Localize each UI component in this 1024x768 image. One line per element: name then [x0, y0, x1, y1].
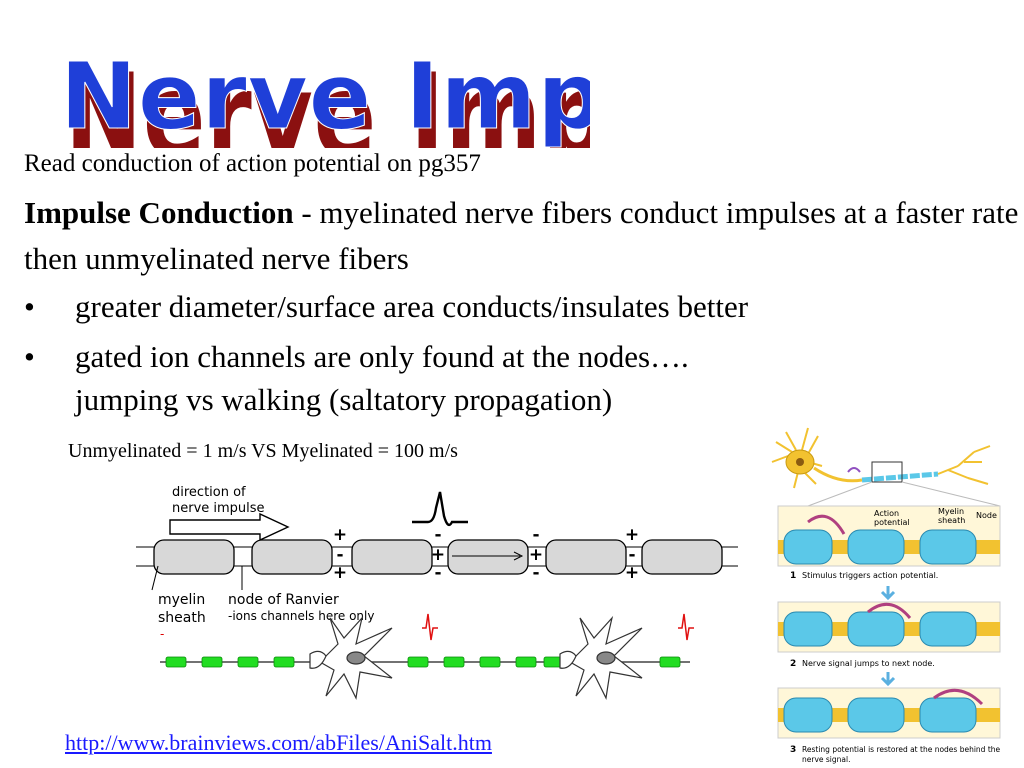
brainviews-link[interactable]: http://www.brainviews.com/abFiles/AniSal… [65, 730, 492, 755]
saltatory-side-figure: Action potential Myelin sheath Node 1 St… [771, 427, 1001, 764]
svg-text:+: + [625, 525, 639, 545]
myelin-segments [153, 539, 723, 575]
myelin-segment [447, 539, 529, 575]
bullet-text: greater diameter/surface area conducts/i… [75, 289, 749, 324]
signal-spike-icon [422, 613, 438, 641]
step2-text: Nerve signal jumps to next node. [802, 659, 935, 668]
action-potential-spike-icon [412, 491, 468, 527]
myelin-segment [641, 539, 723, 575]
bullet-item: • gated ion channels are only found at th… [24, 334, 1014, 380]
myelin-segment [545, 539, 627, 575]
direction-label-line1: direction of [172, 485, 246, 500]
svg-text:-: - [160, 627, 164, 641]
bullet-continuation: jumping vs walking (saltatory propagatio… [75, 382, 613, 417]
signal-arrow-icon [867, 602, 912, 619]
node-label-line2: -ions channels here only [228, 609, 374, 623]
myelin-sheath-label-line1: Myelin [938, 507, 964, 516]
svg-text:-: - [532, 563, 539, 583]
svg-text:+: + [625, 563, 639, 583]
page-title: Nerve Impulse Nerve Impulse [60, 43, 591, 149]
bullet-item: • greater diameter/surface area conducts/… [24, 284, 1014, 330]
bullet-icon: • [24, 339, 35, 374]
svg-text:-: - [434, 563, 441, 583]
down-arrow-icon [880, 586, 896, 601]
step3-text-line1: Resting potential is restored at the nod… [802, 745, 1001, 754]
svg-text:-: - [434, 525, 441, 545]
title-shadow: Nerve Impulse [65, 48, 590, 148]
step1-text: Stimulus triggers action potential. [802, 571, 938, 580]
action-potential-label-line1: Action [874, 509, 899, 518]
neuron-cell-icon [309, 615, 393, 700]
svg-text:+: + [431, 545, 445, 565]
neuron-illustration-icon [771, 427, 991, 489]
myelin-sheath-label-line2: sheath [938, 516, 965, 525]
node-beads [165, 656, 681, 668]
myelin-pointer [151, 565, 159, 591]
step3-text-line2: nerve signal. [802, 755, 850, 764]
step-number: 2 [790, 659, 796, 669]
definition-paragraph: Impulse Conduction - myelinated nerve fi… [24, 190, 1024, 282]
definition-text: - myelinated nerve fibers conduct impuls… [24, 195, 1019, 276]
myelin-segment [153, 539, 235, 575]
down-arrow-icon [880, 672, 896, 687]
current-arrow-icon [452, 551, 524, 561]
neuron-cell-icon [559, 615, 643, 700]
title-text: Nerve Impulse [60, 43, 590, 148]
direction-label-line2: nerve impulse [172, 501, 265, 516]
step-number: 1 [790, 571, 796, 581]
intro-text: Read conduction of action potential on p… [24, 150, 481, 177]
action-potential-label-line2: potential [874, 518, 910, 527]
speed-comparison: Unmyelinated = 1 m/s VS Myelinated = 100… [68, 440, 458, 462]
node-label-line1: node of Ranvier [228, 592, 339, 608]
svg-text:-: - [532, 525, 539, 545]
ion-charges: +-+ -+- -+- +-+ [333, 525, 639, 583]
bullet-text: gated ion channels are only found at the… [75, 339, 689, 374]
signal-spike-icon [678, 613, 694, 641]
saltatory-conduction-diagram: direction of nerve impulse +-+ -+- -+- +… [136, 485, 738, 700]
svg-text:+: + [529, 545, 543, 565]
myelin-label-line1: myelin [158, 592, 205, 608]
myelin-segment [251, 539, 333, 575]
bullet-icon: • [24, 289, 35, 324]
signal-arrow-icon [807, 514, 846, 535]
node-label: Node [976, 511, 997, 520]
direction-arrow-icon [169, 512, 290, 542]
svg-text:+: + [333, 563, 347, 583]
myelin-label-line2: sheath [158, 610, 206, 626]
svg-text:-: - [628, 545, 635, 565]
svg-text:-: - [336, 545, 343, 565]
myelin-segment [351, 539, 433, 575]
svg-text:+: + [333, 525, 347, 545]
definition-term: Impulse Conduction [24, 195, 294, 230]
signal-arrow-icon [933, 688, 984, 706]
step-number: 3 [790, 745, 796, 755]
